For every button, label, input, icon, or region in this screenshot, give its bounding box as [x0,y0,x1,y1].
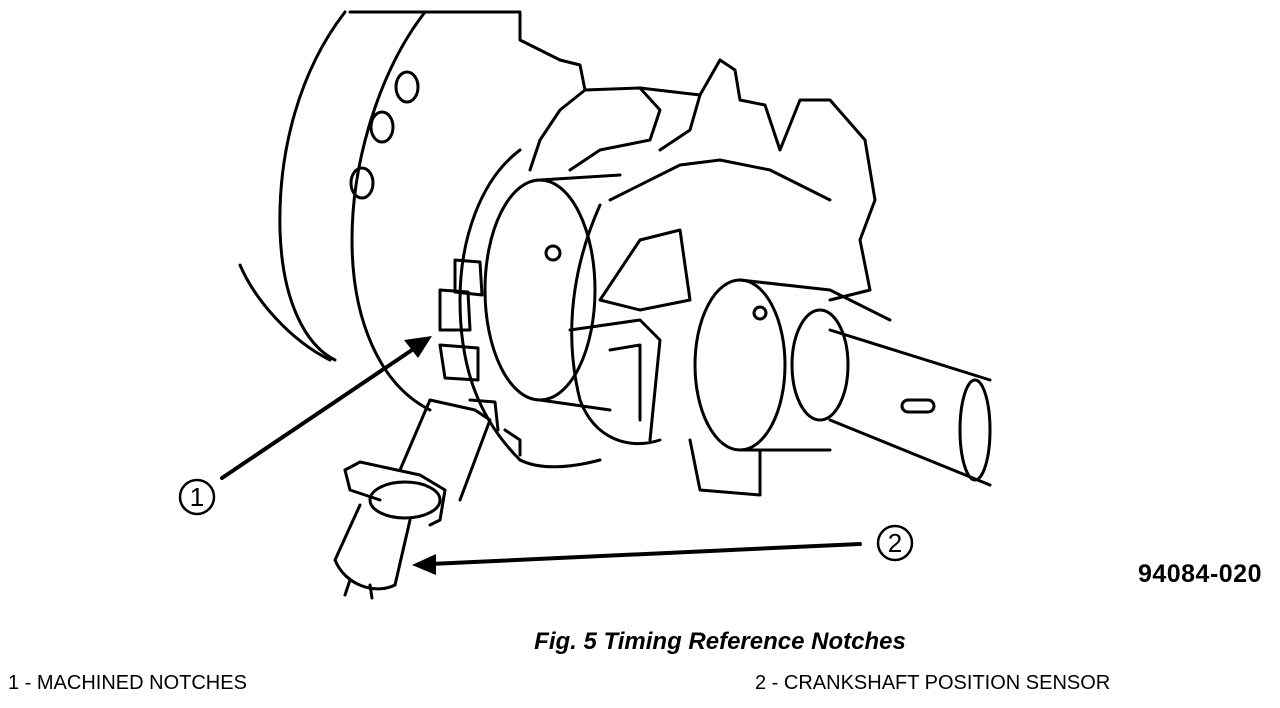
legend-item-machined-notches: 1 - MACHINED NOTCHES [8,672,247,694]
reluctor-ring [438,148,602,469]
bolt-hole [349,166,375,200]
callout-1: 1 [178,478,216,516]
figure-id: 94084-020 [1137,560,1262,588]
leader-arrow-2 [412,542,862,575]
figure-caption: Fig. 5 Timing Reference Notches [534,628,906,655]
bolt-hole [394,70,420,104]
callout-number: 2 [888,528,902,558]
callout-2: 2 [876,524,914,562]
flywheel-disc [238,10,562,412]
crank-web-front [568,158,872,497]
crank-snout [693,278,992,487]
bolt-hole [369,110,395,144]
legend-item-crankshaft-position-sensor: 2 - CRANKSHAFT POSITION SENSOR [755,672,1111,694]
crankshaft-position-sensor [333,398,492,600]
main-journal [483,173,622,412]
callout-number: 1 [190,482,204,512]
leader-arrow-1 [220,336,432,480]
counterweight-rear [528,58,877,242]
